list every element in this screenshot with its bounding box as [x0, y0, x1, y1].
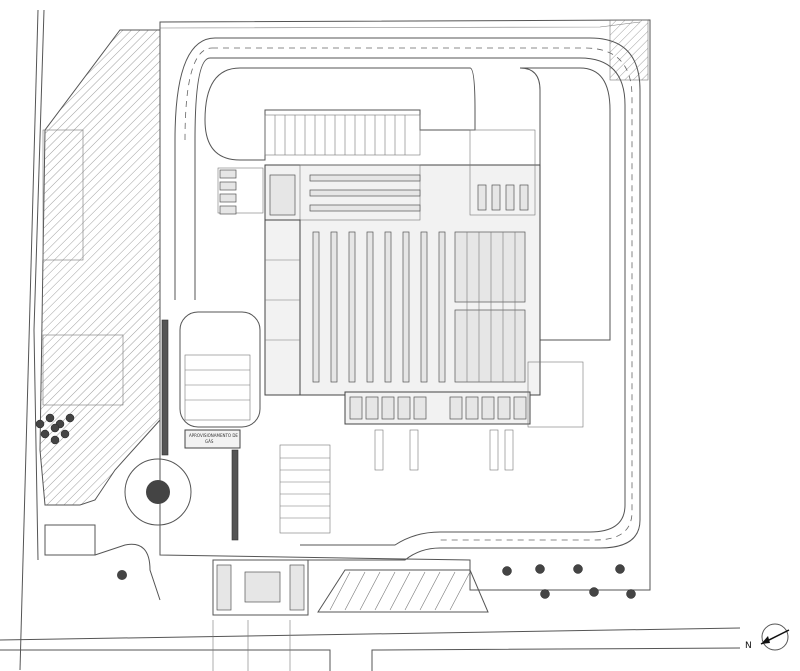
left-annex: [179, 311, 261, 428]
service-annex: [527, 361, 584, 428]
left-parking: [184, 354, 251, 421]
hatched-green-area: [39, 29, 161, 506]
trucks-at-docks: [374, 429, 514, 471]
gatehouse-label-line2: GÁS: [205, 439, 214, 444]
inner-green-loop: [204, 67, 476, 161]
loading-docks-top: [469, 129, 536, 216]
north-arrow: [760, 623, 790, 651]
bottom-parking-left: [212, 559, 309, 616]
gatehouse-label-line1: APROVISIONAMENTO DE: [189, 433, 238, 438]
site-boundary: [159, 19, 651, 591]
utility-box: [44, 524, 96, 556]
perimeter-road: [174, 37, 641, 561]
roundabout: [124, 458, 192, 526]
top-parking: [264, 114, 421, 156]
mezzanine-racks: [269, 174, 421, 216]
tree-cluster: [35, 413, 75, 445]
left-road: [19, 9, 45, 671]
loading-docks-bottom: [344, 391, 531, 425]
storage-racks: [312, 231, 446, 383]
entrance-strip: [161, 319, 169, 456]
bottom-road: [0, 620, 741, 671]
north-label: N: [745, 641, 752, 651]
bottom-parking-diagonal: [317, 569, 489, 613]
tree-row: [502, 564, 636, 599]
office-wing: [264, 219, 301, 396]
hatched-corner: [609, 19, 649, 81]
visitor-parking: [279, 444, 331, 534]
gatehouse: [184, 429, 241, 449]
hatched-subplots: [42, 129, 124, 406]
bottom-tree: [117, 570, 127, 580]
truck-bays-left: [217, 167, 264, 215]
pallet-blocks: [454, 231, 526, 383]
